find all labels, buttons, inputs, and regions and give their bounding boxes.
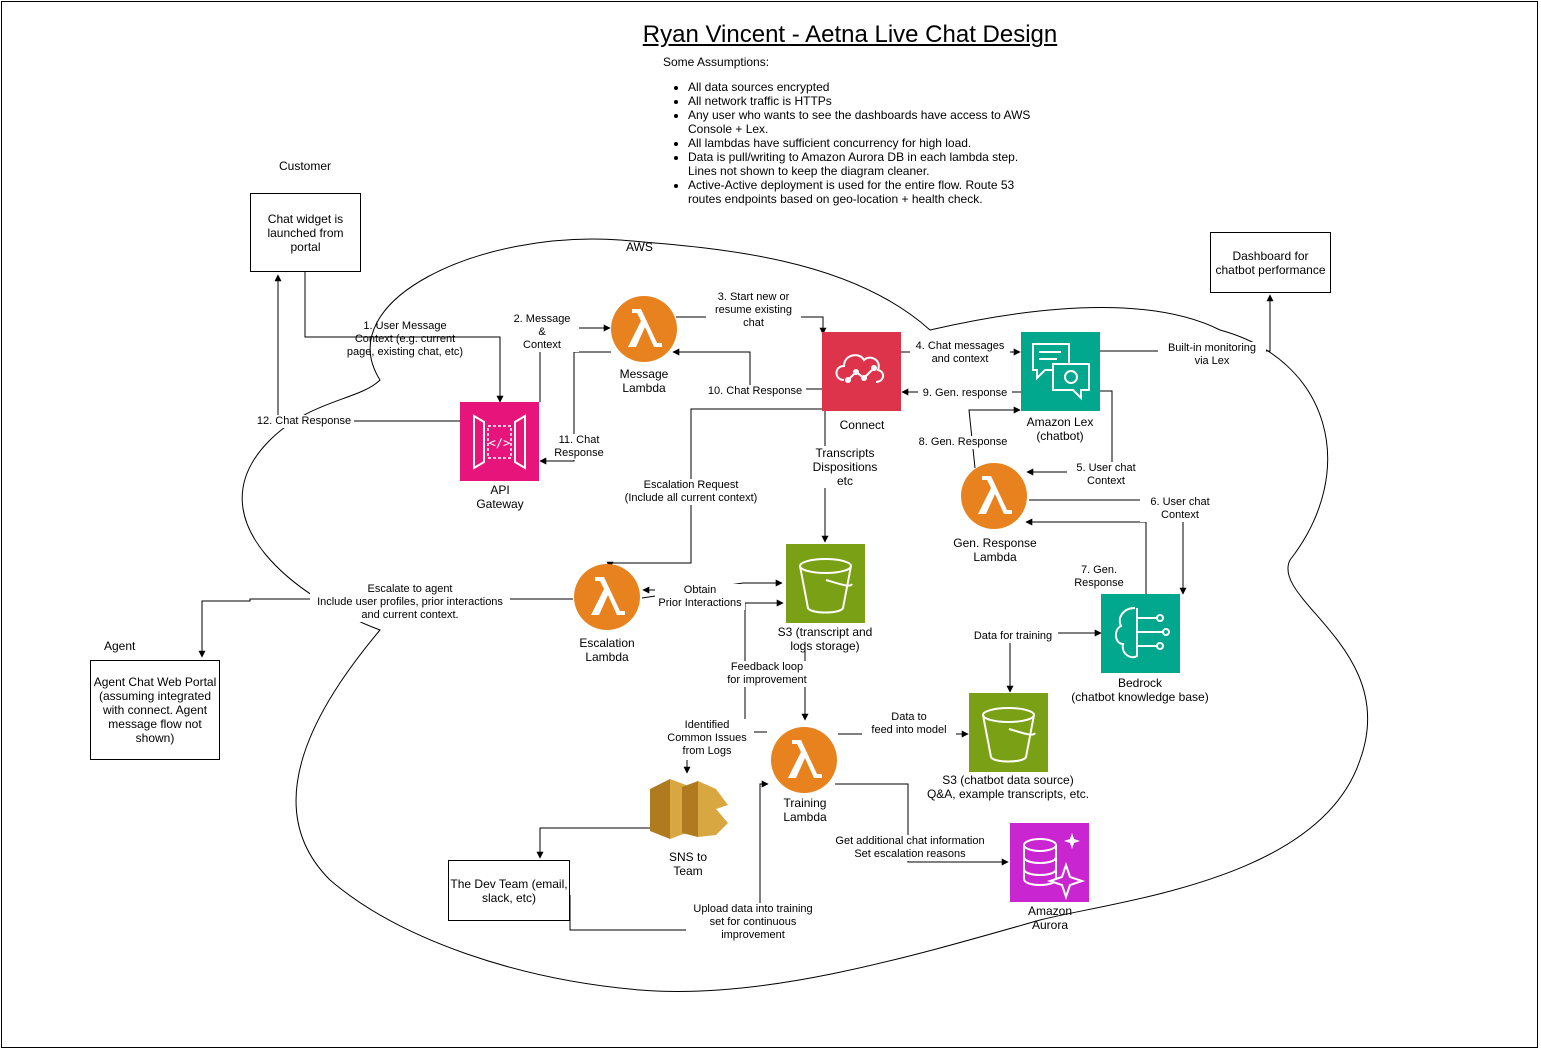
agent-portal-box: Agent Chat Web Portal (assuming integrat… <box>90 660 220 760</box>
agent-label: Agent <box>104 639 136 653</box>
edge-monitoring <box>1099 294 1274 352</box>
bedrock-icon <box>1101 594 1180 673</box>
lambda-icon <box>961 463 1027 529</box>
assumptions-list: All data sources encrypted All network t… <box>662 80 1048 206</box>
edge-label-common-issues: Identified Common Issues from Logs <box>660 719 754 758</box>
dev-team-box: The Dev Team (email, slack, etc) <box>448 860 570 921</box>
edge-label-escalate-agent: Escalate to agent Include user profiles,… <box>310 583 510 622</box>
s3-bucket-icon <box>786 544 865 623</box>
edge-label-7: 7. Gen. Response <box>1065 564 1133 590</box>
s3-chatbot-label: S3 (chatbot data source) Q&A, example tr… <box>926 773 1090 801</box>
edge-label-5: 5. User chat Context <box>1067 462 1145 488</box>
edge-label-obtain-prior: Obtain Prior Interactions <box>655 584 745 610</box>
assumption-item: Active-Active deployment is used for the… <box>688 178 1048 206</box>
connect-label: Connect <box>839 418 885 432</box>
api-gateway-label: API Gateway <box>476 483 524 511</box>
edge-label-escalation-request: Escalation Request (Include all current … <box>616 479 766 505</box>
api-gateway-icon: </> <box>460 402 539 481</box>
s3-transcript-label: S3 (transcript and logs storage) <box>777 625 873 653</box>
edge-label-4: 4. Chat messages and context <box>910 340 1010 366</box>
dashboard-box: Dashboard for chatbot performance <box>1210 232 1331 293</box>
edge-label-10: 10. Chat Response <box>704 385 806 398</box>
edge-label-monitoring: Built-in monitoring via Lex <box>1158 342 1266 368</box>
edge-10 <box>672 348 823 390</box>
diagram-title: Ryan Vincent - Aetna Live Chat Design <box>642 21 1058 48</box>
lex-label: Amazon Lex (chatbot) <box>1026 415 1094 443</box>
lambda-icon <box>611 296 677 362</box>
edge-label-feed-model: Data to feed into model <box>862 711 956 737</box>
edge-aurora <box>835 783 1009 866</box>
edge-label-6: 6. User chat Context <box>1140 496 1220 522</box>
message-lambda-label: Message Lambda <box>619 367 669 395</box>
aurora-icon <box>1010 823 1089 902</box>
connect-icon <box>822 332 901 411</box>
svg-text:</>: </> <box>489 436 511 450</box>
edge-label-8: 8. Gen. Response <box>912 436 1014 449</box>
edge-label-9: 9. Gen. response <box>918 387 1012 400</box>
escalation-lambda-label: Escalation Lambda <box>579 636 635 664</box>
assumption-item: Any user who wants to see the dashboards… <box>688 108 1048 136</box>
edge-label-transcripts: Transcripts Dispositions etc <box>800 446 890 488</box>
s3-bucket-icon <box>969 693 1048 772</box>
aws-label: AWS <box>626 240 653 254</box>
edge-label-11: 11. Chat Response <box>548 434 610 460</box>
lambda-icon <box>574 564 640 630</box>
bedrock-label: Bedrock (chatbot knowledge base) <box>1071 676 1209 704</box>
edge-label-data-training: Data for training <box>968 630 1058 643</box>
edge-label-12: 12. Chat Response <box>254 415 354 428</box>
training-lambda-label: Training Lambda <box>783 796 827 824</box>
edge-label-upload: Upload data into training set for contin… <box>686 903 820 942</box>
edge-1 <box>304 272 504 403</box>
assumptions-heading: Some Assumptions: <box>663 55 770 69</box>
chat-widget-box: Chat widget is launched from portal <box>250 193 361 272</box>
edge-label-3: 3. Start new or resume existing chat <box>706 291 801 330</box>
aws-cloud <box>241 238 1368 993</box>
assumption-item: All lambdas have sufficient concurrency … <box>688 136 1048 150</box>
sns-icon <box>650 779 728 839</box>
edge-label-2: 2. Message & Context <box>505 313 579 352</box>
edge-label-1: 1. User Message Context (e.g. current pa… <box>346 320 464 358</box>
assumption-item: Data is pull/writing to Amazon Aurora DB… <box>688 150 1048 178</box>
edge-11 <box>539 351 611 465</box>
lambda-icon <box>771 727 837 793</box>
customer-label: Customer <box>279 159 332 173</box>
edge-label-chat-info: Get additional chat information Set esca… <box>830 835 990 861</box>
edge-label-feedback: Feedback loop for improvement <box>722 661 812 687</box>
edge-7 <box>1025 518 1147 594</box>
lex-icon <box>1021 332 1100 411</box>
sns-label: SNS to Team <box>668 850 707 878</box>
assumption-item: All network traffic is HTTPs <box>688 94 1048 108</box>
edge-sns-dev <box>536 827 650 859</box>
gen-response-lambda-label: Gen. Response Lambda <box>953 536 1037 564</box>
aurora-label: Amazon Aurora <box>1027 904 1073 932</box>
assumption-item: All data sources encrypted <box>688 80 1048 94</box>
